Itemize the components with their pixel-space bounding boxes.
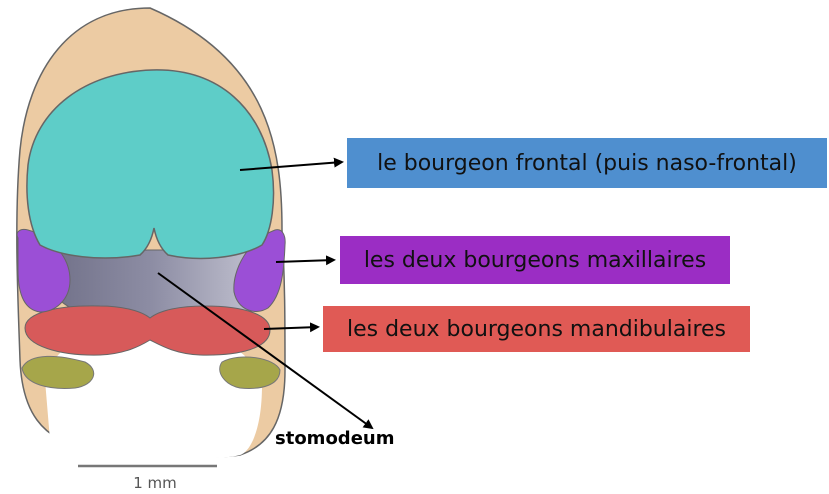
frontal-bud-label: le bourgeon frontal (puis naso-frontal) — [347, 138, 827, 188]
olive-region-right — [220, 357, 280, 388]
stomodeum-label: stomodeum — [275, 428, 394, 449]
maxillaires-arrow — [276, 260, 334, 262]
maxillary-buds-label: les deux bourgeons maxillaires — [340, 236, 730, 284]
scale-bar-label: 1 mm — [100, 474, 210, 492]
mandibular-buds-label: les deux bourgeons mandibulaires — [323, 306, 750, 352]
